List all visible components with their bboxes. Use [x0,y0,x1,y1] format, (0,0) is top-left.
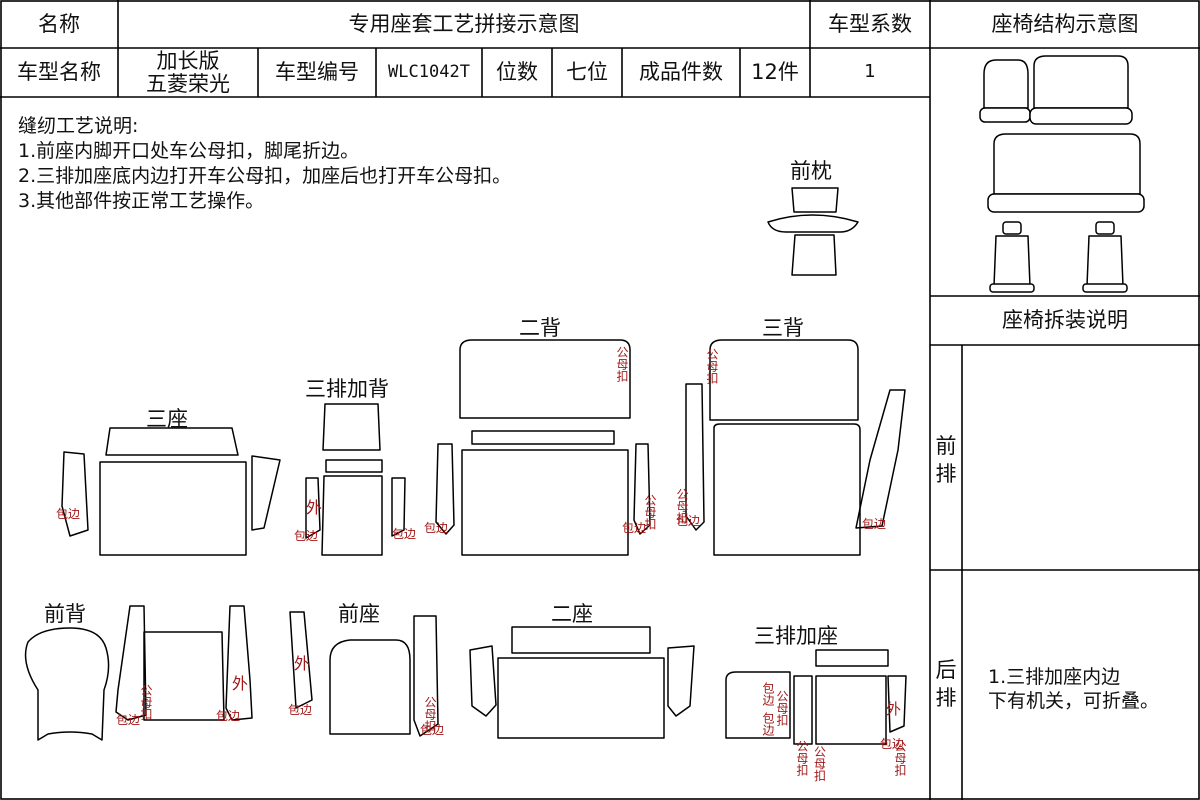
sewing-notes: 缝纫工艺说明: 1.前座内脚开口处车公母扣，脚尾折边。 2.三排加座底内边打开车… [18,114,511,214]
label-third-extra-seat: 三排加座 [754,624,838,648]
pieces-value: 12件 [751,60,799,85]
front-pillow-pattern [767,187,859,276]
mark-male-female: 公母扣 [643,494,657,530]
mark-male-female: 公母扣 [705,348,719,384]
mark-wrap-edge: 包边 [56,507,81,521]
structure-right-chair [1082,221,1128,293]
third-extra-back-pattern [305,403,406,556]
mark-wrap-edge: 包边 [424,521,449,535]
rear-note-line1: 1.三排加座内边 [988,666,1121,688]
second-seat-pattern [469,626,695,739]
structure-third-bench [987,133,1145,213]
mark-male-female: 公母扣 [893,740,907,776]
mark-male-female: 公母扣 [775,690,789,726]
label-second-back: 二背 [519,316,561,340]
name-label: 名称 [38,11,80,36]
seats-label: 位数 [496,60,538,85]
notes-line3: 3.其他部件按正常工艺操作。 [18,190,265,212]
struct-title: 座椅结构示意图 [991,11,1139,36]
mark-wrap-edge: 包边 [294,529,319,543]
third-seat-pattern [61,427,281,556]
mark-wrap-edge: 包边 [880,737,905,751]
seats-value: 七位 [566,60,608,85]
mark-male-female: 公母扣 [615,346,629,382]
structure-front-seat [979,59,1031,123]
model-line2: 五菱荣光 [146,71,230,96]
mark-male: 公 [814,745,827,759]
label-front-back: 前背 [44,602,86,626]
mark-female: 母 [814,757,827,771]
page-title: 专用座套工艺拼接示意图 [348,11,580,36]
label-front-seat: 前座 [338,602,380,626]
disassembly-title: 座椅拆装说明 [1002,308,1128,333]
mark-wrap-edge: 包边 [761,682,775,706]
pieces-label: 成品件数 [639,60,723,85]
mark-male-female: 公母扣 [423,696,437,732]
mark-outer: 外 [886,700,902,718]
label-third-extra-back: 三排加背 [305,377,389,401]
label-third-back: 三背 [762,316,804,340]
mark-outer: 外 [232,674,249,693]
coef-value: 1 [864,61,876,83]
structure-second-bench [1029,55,1133,125]
mark-wrap-edge: 包边 [622,521,647,535]
mark-male-female: 公母扣 [795,740,809,776]
rear-note: 1.三排加座内边 下有机关，可折叠。 [988,665,1159,713]
mark-male-female: 公母扣 [139,684,153,720]
third-back-pattern [685,339,906,556]
rear-note-line2: 下有机关，可折叠。 [988,690,1160,712]
mark-wrap-edge: 包边 [392,527,417,541]
mark-buckle: 扣 [814,769,827,783]
rear-row-label: 后排 [935,658,957,710]
code-label: 车型编号 [275,60,359,85]
mark-wrap-edge: 包边 [676,514,701,528]
label-front-pillow: 前枕 [790,159,832,183]
front-row-label: 前排 [935,434,957,486]
structure-left-chair [989,221,1035,293]
notes-line1: 1.前座内脚开口处车公母扣，脚尾折边。 [18,140,360,162]
front-back-pattern [24,605,253,741]
label-third-seat: 三座 [146,407,188,431]
mark-male-female: 公母扣 [675,488,689,524]
notes-line2: 2.三排加座底内边打开车公母扣，加座后也打开车公母扣。 [18,165,512,187]
mark-outer: 外 [306,498,323,517]
mark-wrap-edge: 包边 [288,703,313,717]
front-seat-pattern [289,611,439,737]
model-line1: 加长版 [156,49,220,74]
label-second-seat: 二座 [551,602,593,626]
third-extra-seat-pattern [725,649,907,745]
second-back-pattern [435,339,651,556]
code-value: WLC1042T [388,61,470,82]
mark-outer: 外 [294,654,311,673]
model-value: 加长版 五菱荣光 [118,48,258,97]
mark-wrap-edge: 包边 [116,713,141,727]
mark-wrap-edge: 包边 [761,712,775,736]
mark-wrap-edge: 包边 [420,723,445,737]
mark-wrap-edge: 包边 [216,709,241,723]
mark-wrap-edge: 包边 [862,517,887,531]
notes-title: 缝纫工艺说明: [18,115,139,137]
model-label: 车型名称 [17,60,101,85]
coef-label: 车型系数 [828,11,912,36]
